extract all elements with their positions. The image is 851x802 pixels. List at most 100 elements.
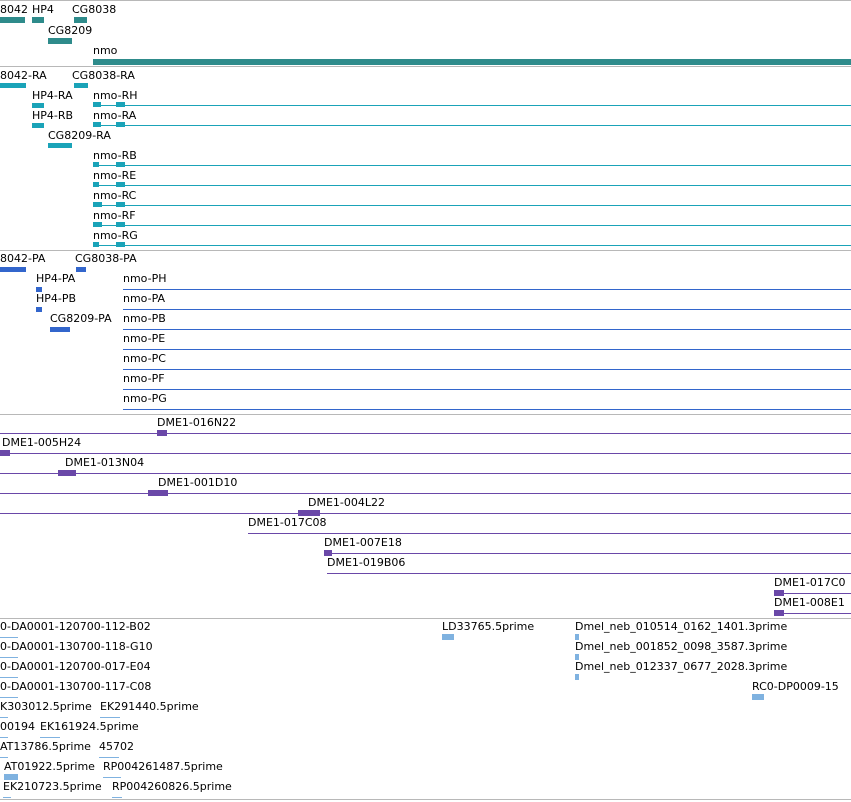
est-line[interactable] xyxy=(112,797,122,798)
est-line[interactable] xyxy=(0,717,8,718)
gene-bar-nmo[interactable] xyxy=(93,59,851,65)
gene-bar-8042[interactable] xyxy=(0,17,25,23)
clone-label[interactable]: DME1-013N04 xyxy=(65,456,145,469)
est-label[interactable]: AT01922.5prime xyxy=(4,760,95,773)
est-line[interactable] xyxy=(0,757,8,758)
est-glyph[interactable] xyxy=(752,694,764,700)
gene-bar-cg8038[interactable] xyxy=(74,17,87,23)
transcript-label[interactable]: HP4-RA xyxy=(32,89,73,102)
transcript-label[interactable]: CG8209-RA xyxy=(48,129,111,142)
est-line[interactable] xyxy=(99,757,119,758)
protein-glyph[interactable] xyxy=(36,287,42,292)
protein-label[interactable]: nmo-PC xyxy=(123,352,166,365)
est-label[interactable]: 45702 xyxy=(99,740,134,753)
transcript-line[interactable] xyxy=(93,245,851,246)
est-line[interactable] xyxy=(0,697,18,698)
protein-label[interactable]: nmo-PH xyxy=(123,272,167,285)
protein-label[interactable]: nmo-PE xyxy=(123,332,166,345)
gene-label-cg8038[interactable]: CG8038 xyxy=(72,3,117,16)
transcript-label[interactable]: nmo-RH xyxy=(93,89,138,102)
est-label[interactable]: Dmel_neb_012337_0677_2028.3prime xyxy=(575,660,788,673)
clone-label[interactable]: DME1-016N22 xyxy=(157,416,237,429)
clone-label[interactable]: DME1-004L22 xyxy=(308,496,385,509)
clone-line[interactable] xyxy=(774,613,851,614)
est-line[interactable] xyxy=(100,717,120,718)
transcript-glyph[interactable] xyxy=(74,83,88,88)
protein-line[interactable] xyxy=(123,369,851,370)
transcript-glyph[interactable] xyxy=(48,143,72,148)
protein-label[interactable]: CG8209-PA xyxy=(50,312,112,325)
protein-label[interactable]: nmo-PG xyxy=(123,392,167,405)
protein-line[interactable] xyxy=(123,329,851,330)
clone-line[interactable] xyxy=(327,573,851,574)
clone-label[interactable]: DME1-001D10 xyxy=(158,476,238,489)
transcript-line[interactable] xyxy=(93,185,851,186)
est-label[interactable]: K303012.5prime xyxy=(0,700,92,713)
transcript-label[interactable]: nmo-RB xyxy=(93,149,137,162)
transcript-label[interactable]: CG8038-RA xyxy=(72,69,135,82)
gene-label-hp4[interactable]: HP4 xyxy=(32,3,54,16)
clone-line[interactable] xyxy=(774,593,851,594)
transcript-label[interactable]: nmo-RC xyxy=(93,189,137,202)
est-label[interactable]: LD33765.5prime xyxy=(442,620,535,633)
transcript-line[interactable] xyxy=(93,205,851,206)
clone-line[interactable] xyxy=(0,453,851,454)
transcript-line[interactable] xyxy=(93,225,851,226)
clone-line[interactable] xyxy=(324,553,851,554)
clone-label[interactable]: DME1-007E18 xyxy=(324,536,402,549)
est-label[interactable]: EK161924.5prime xyxy=(40,720,139,733)
gene-bar-cg8209[interactable] xyxy=(48,38,72,44)
est-glyph[interactable] xyxy=(442,634,454,640)
transcript-glyph[interactable] xyxy=(0,83,26,88)
protein-line[interactable] xyxy=(123,389,851,390)
est-label[interactable]: EK291440.5prime xyxy=(100,700,199,713)
transcript-line[interactable] xyxy=(93,105,851,106)
est-glyph[interactable] xyxy=(4,774,18,780)
protein-line[interactable] xyxy=(123,309,851,310)
clone-line[interactable] xyxy=(248,533,851,534)
est-label[interactable]: EK210723.5prime xyxy=(3,780,102,793)
est-line[interactable] xyxy=(0,677,18,678)
protein-glyph[interactable] xyxy=(50,327,70,332)
transcript-glyph[interactable] xyxy=(32,103,44,108)
protein-line[interactable] xyxy=(123,289,851,290)
transcript-label[interactable]: nmo-RG xyxy=(93,229,138,242)
est-line[interactable] xyxy=(0,637,18,638)
gene-label-nmo[interactable]: nmo xyxy=(93,44,118,57)
clone-line[interactable] xyxy=(0,513,851,514)
est-label[interactable]: 00194 xyxy=(0,720,35,733)
est-line[interactable] xyxy=(0,737,8,738)
clone-label[interactable]: DME1-008E1 xyxy=(774,596,845,609)
protein-line[interactable] xyxy=(123,349,851,350)
transcript-glyph[interactable] xyxy=(32,123,44,128)
clone-label[interactable]: DME1-005H24 xyxy=(2,436,82,449)
protein-glyph[interactable] xyxy=(76,267,86,272)
transcript-line[interactable] xyxy=(93,125,851,126)
est-line[interactable] xyxy=(3,797,11,798)
est-label[interactable]: 0-DA0001-120700-017-E04 xyxy=(0,660,151,673)
est-label[interactable]: Dmel_neb_010514_0162_1401.3prime xyxy=(575,620,788,633)
est-glyph[interactable] xyxy=(575,654,579,660)
est-glyph[interactable] xyxy=(575,674,579,680)
clone-line[interactable] xyxy=(0,433,851,434)
est-label[interactable]: RP004260826.5prime xyxy=(112,780,232,793)
protein-line[interactable] xyxy=(123,409,851,410)
protein-label[interactable]: HP4-PB xyxy=(36,292,77,305)
transcript-label[interactable]: 8042-RA xyxy=(0,69,47,82)
est-label[interactable]: Dmel_neb_001852_0098_3587.3prime xyxy=(575,640,788,653)
clone-label[interactable]: DME1-017C08 xyxy=(248,516,327,529)
est-label[interactable]: RP004261487.5prime xyxy=(103,760,223,773)
protein-label[interactable]: nmo-PF xyxy=(123,372,165,385)
protein-label[interactable]: nmo-PB xyxy=(123,312,166,325)
transcript-label[interactable]: nmo-RA xyxy=(93,109,137,122)
est-label[interactable]: RC0-DP0009-15 xyxy=(752,680,839,693)
clone-line[interactable] xyxy=(0,473,851,474)
est-label[interactable]: 0-DA0001-120700-112-B02 xyxy=(0,620,151,633)
gene-bar-hp4[interactable] xyxy=(32,17,44,23)
clone-label[interactable]: DME1-019B06 xyxy=(327,556,406,569)
est-line[interactable] xyxy=(103,777,121,778)
protein-label[interactable]: HP4-PA xyxy=(36,272,76,285)
transcript-line[interactable] xyxy=(93,165,851,166)
est-line[interactable] xyxy=(40,737,60,738)
transcript-label[interactable]: nmo-RF xyxy=(93,209,136,222)
